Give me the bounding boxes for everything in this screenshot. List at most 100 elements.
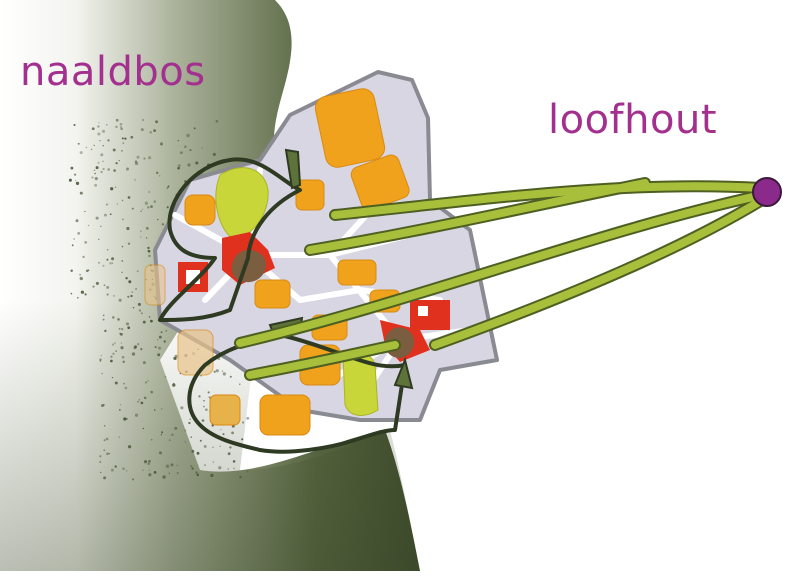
speckle (106, 286, 109, 289)
speckle (139, 309, 141, 311)
speckle (121, 328, 123, 330)
speckle (76, 182, 79, 185)
speckle (94, 184, 97, 187)
speckle (104, 330, 106, 332)
speckle (81, 291, 84, 294)
speckle (222, 370, 223, 371)
speckle (120, 346, 123, 349)
speckle (149, 131, 152, 134)
speckle (84, 293, 86, 295)
speckle (116, 162, 118, 164)
speckle (188, 422, 190, 424)
speckle (101, 404, 104, 407)
speckle (101, 373, 102, 374)
speckle (99, 358, 101, 360)
speckle (92, 127, 95, 130)
speckle (216, 120, 219, 123)
speckle (185, 441, 186, 442)
speckle (203, 400, 205, 402)
speckle (106, 259, 108, 261)
speckle (119, 333, 121, 335)
speckle (98, 122, 99, 123)
speckle (130, 295, 132, 297)
speckle (156, 172, 158, 174)
speckle (128, 196, 131, 199)
speckle (155, 346, 157, 348)
speckle (132, 352, 135, 355)
speckle (101, 355, 102, 356)
speckle (222, 433, 224, 435)
speckle (107, 249, 109, 251)
speckle (154, 409, 156, 411)
speckle (103, 449, 105, 451)
speckle (114, 342, 115, 343)
speckle (124, 137, 126, 139)
speckle (72, 244, 74, 246)
speckle (161, 331, 163, 333)
speckle (106, 453, 109, 456)
speckle (186, 134, 189, 137)
speckle (106, 438, 109, 441)
speckle (214, 371, 216, 373)
speckle (125, 277, 127, 279)
speckle (148, 473, 151, 476)
speckle (103, 319, 105, 321)
speckle (143, 361, 146, 364)
speckle (178, 164, 181, 167)
speckle (223, 372, 226, 375)
speckle (144, 460, 147, 463)
speckle (233, 468, 235, 470)
speckle (98, 162, 100, 164)
speckle (135, 288, 137, 290)
speckle (112, 353, 114, 355)
speckle (110, 360, 113, 363)
speckle (74, 173, 76, 175)
speckle (151, 439, 153, 441)
speckle (141, 312, 143, 314)
speckle (118, 160, 119, 161)
speckle (94, 145, 95, 146)
speckle (84, 211, 85, 212)
speckle (171, 463, 174, 466)
speckle (169, 473, 170, 474)
speckle (171, 434, 174, 437)
speckle (112, 263, 113, 264)
speckle (190, 436, 192, 438)
speckle (180, 406, 183, 409)
speckle (148, 463, 150, 465)
speckle (91, 149, 93, 151)
speckle (115, 350, 116, 351)
speckle (96, 166, 99, 169)
speckle (137, 401, 138, 402)
speckle (208, 396, 210, 398)
speckle (159, 451, 162, 454)
speckle (160, 142, 163, 145)
speckle (116, 119, 119, 122)
speckle (148, 255, 151, 258)
speckle (213, 461, 214, 462)
speckle (103, 476, 106, 479)
speckle (141, 128, 144, 131)
speckle (145, 202, 148, 205)
speckle (112, 377, 113, 378)
speckle (103, 145, 105, 147)
speckle (132, 208, 134, 210)
speckle (150, 391, 153, 394)
speckle (172, 383, 175, 386)
speckle (102, 265, 104, 267)
speckle (144, 397, 147, 400)
speckle (139, 399, 140, 400)
speckle (97, 125, 99, 127)
speckle (134, 179, 136, 181)
speckle (229, 446, 231, 448)
label-loofhout: loofhout (548, 100, 717, 140)
speckle (100, 171, 102, 173)
speckle (113, 295, 114, 296)
speckle (120, 404, 122, 406)
speckle (112, 316, 115, 319)
speckle (110, 213, 112, 215)
speckle (132, 291, 133, 292)
speckle (92, 177, 94, 179)
speckle (177, 167, 180, 170)
speckle (120, 128, 122, 130)
